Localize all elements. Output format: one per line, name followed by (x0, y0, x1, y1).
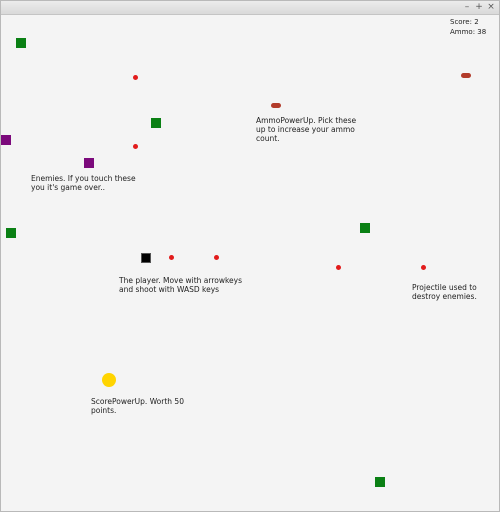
title-bar: – + × (1, 1, 499, 15)
close-button[interactable]: × (487, 2, 495, 12)
projectile (169, 255, 174, 260)
enemies-label: Enemies. If you touch these you it's gam… (31, 174, 136, 192)
player-sprite (141, 253, 151, 263)
score-counter: Score: 2 (450, 18, 479, 26)
game-canvas[interactable]: Score: 2 Ammo: 38 AmmoPowerUp. Pick thes… (1, 15, 499, 511)
projectile (133, 144, 138, 149)
score-powerup (102, 373, 116, 387)
enemy-purple (1, 135, 11, 145)
enemy-purple (84, 158, 94, 168)
projectile (133, 75, 138, 80)
projectile (421, 265, 426, 270)
ammo-counter: Ammo: 38 (450, 28, 487, 36)
projectile (336, 265, 341, 270)
enemy-green (6, 228, 16, 238)
enemy-green (375, 477, 385, 487)
projectile-label: Projectile used to destroy enemies. (412, 283, 477, 301)
minimize-button[interactable]: – (464, 2, 470, 12)
ammo-powerup-label: AmmoPowerUp. Pick these up to increase y… (256, 116, 357, 143)
player-label: The player. Move with arrowkeys and shoo… (119, 276, 243, 294)
projectile (214, 255, 219, 260)
enemy-green (151, 118, 161, 128)
enemy-green (360, 223, 370, 233)
ammo-powerup (271, 103, 281, 108)
maximize-button[interactable]: + (475, 2, 483, 12)
enemy-green (16, 38, 26, 48)
score-powerup-label: ScorePowerUp. Worth 50 points. (91, 397, 184, 415)
ammo-powerup (461, 73, 471, 78)
